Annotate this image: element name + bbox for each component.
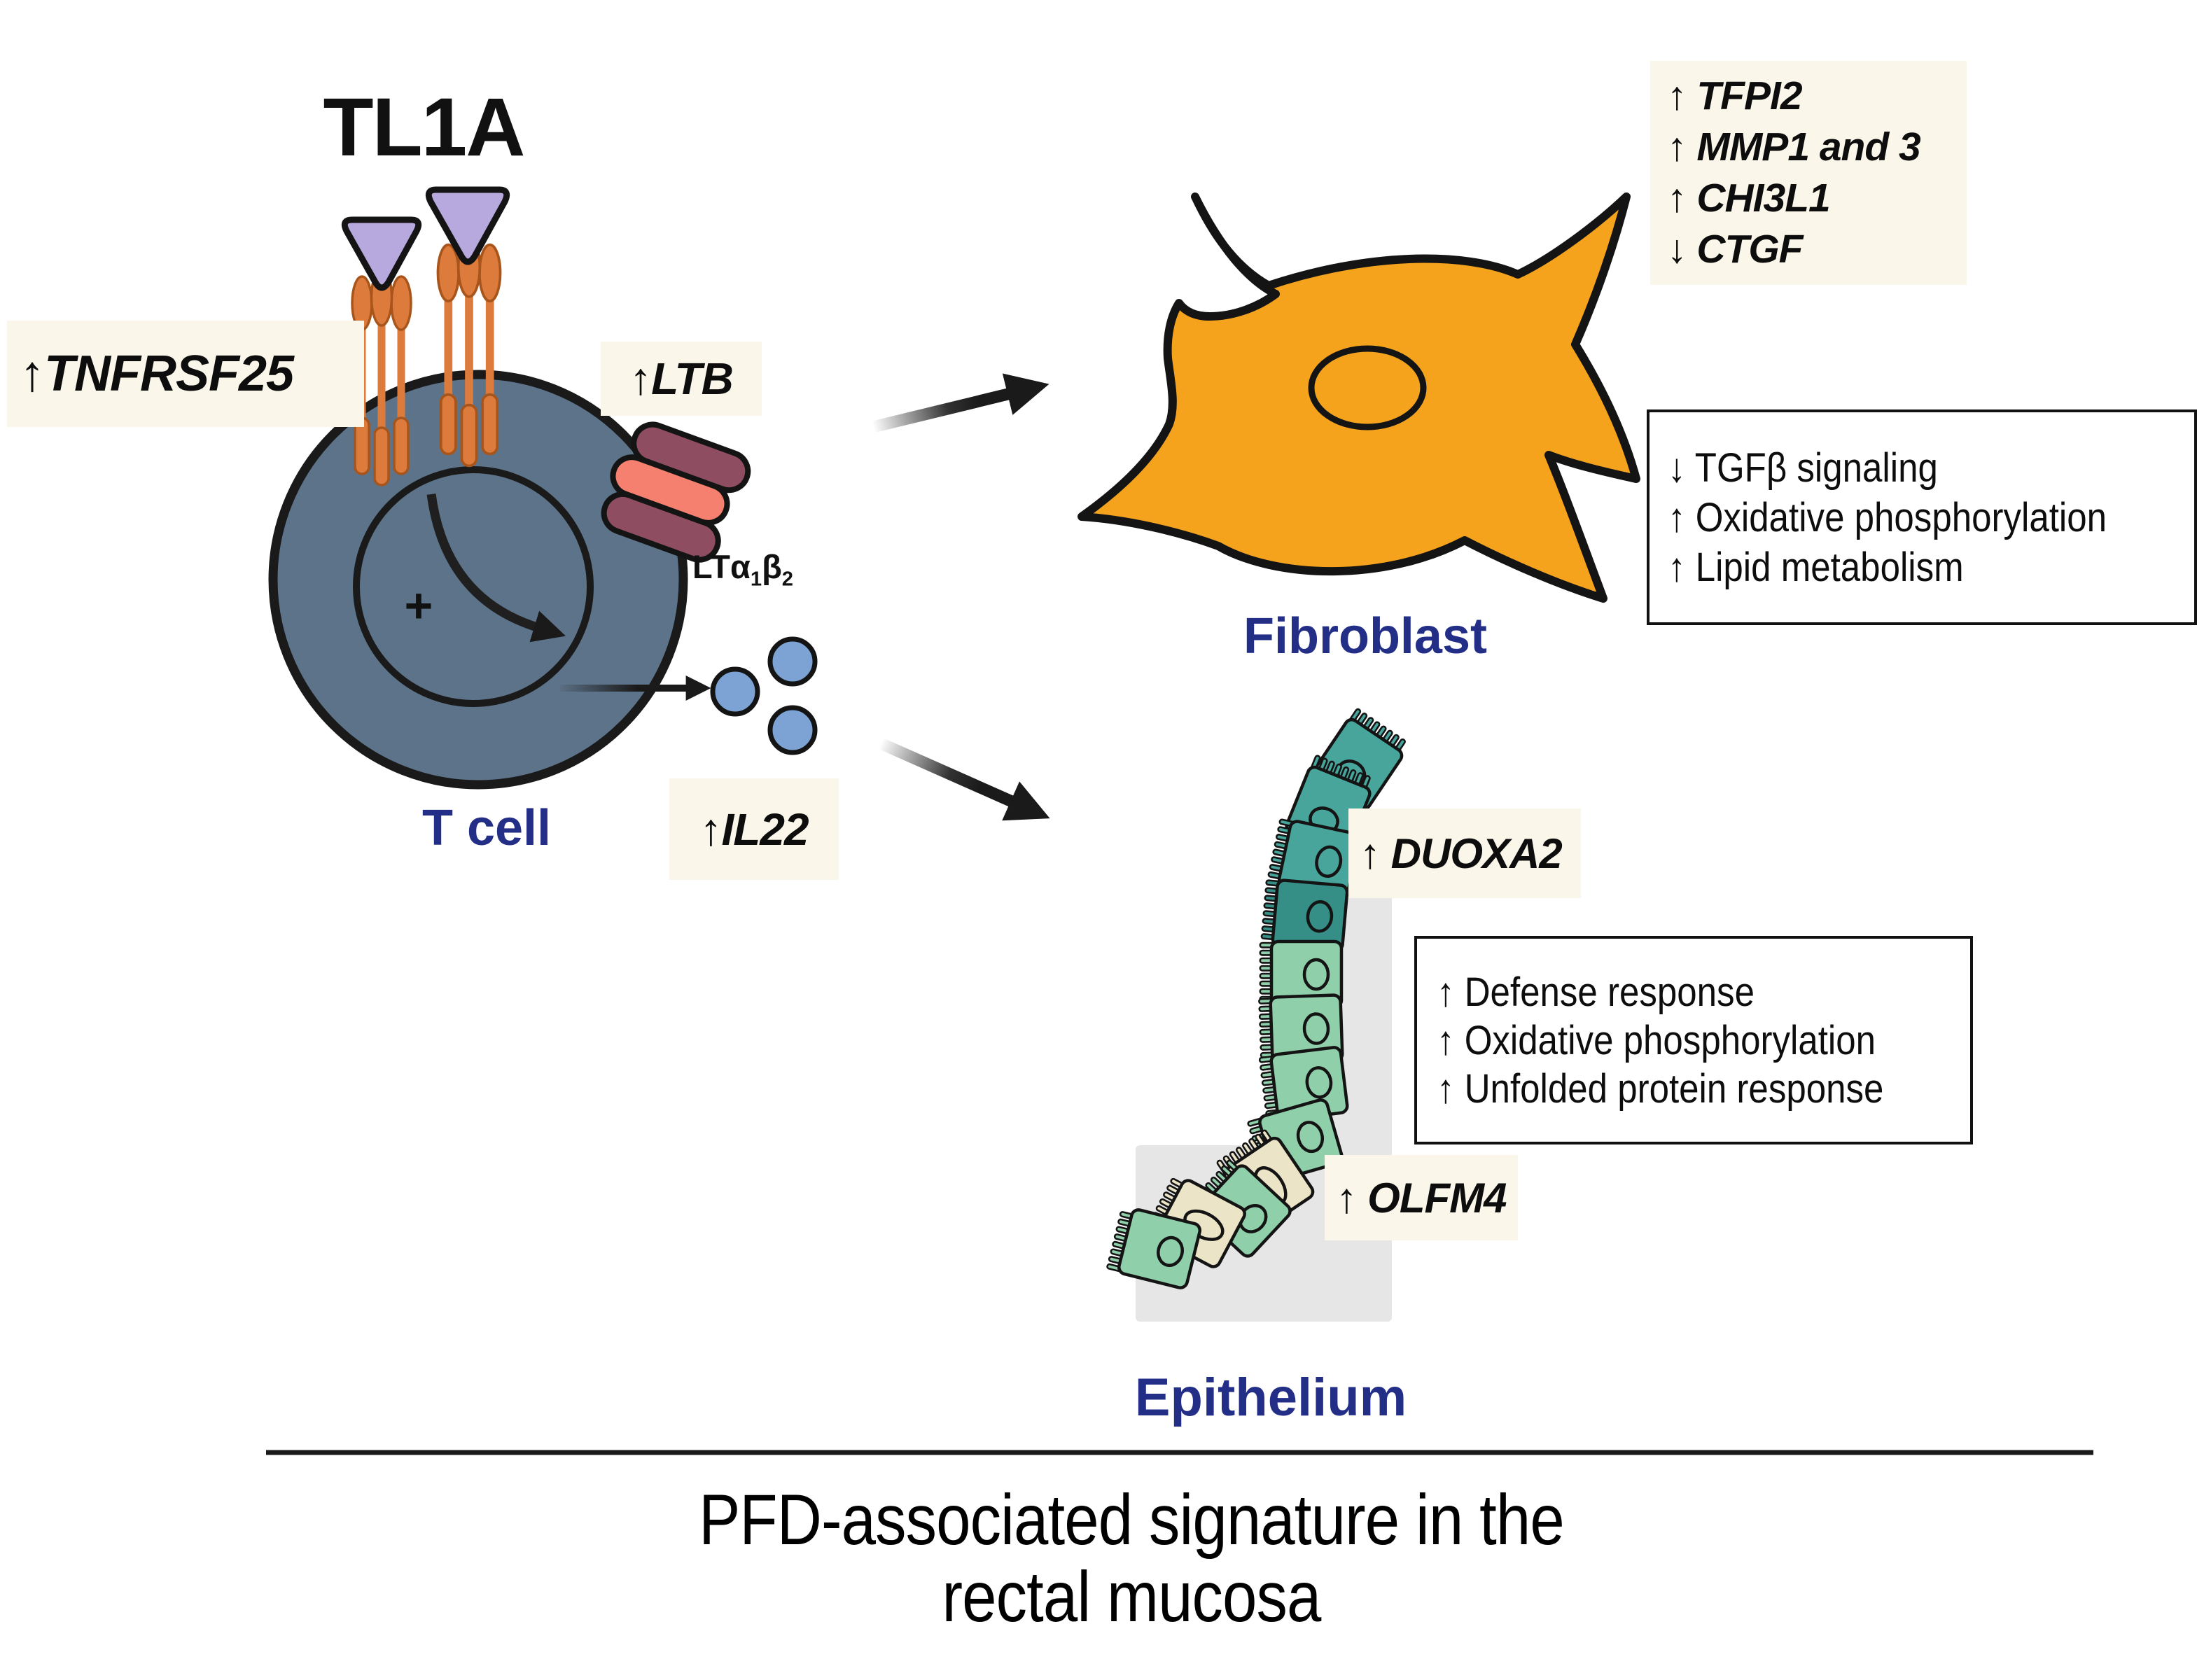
plus-sign-text: + bbox=[404, 578, 433, 633]
pathway-line: ↑ Oxidative phosphorylation bbox=[1437, 1017, 1876, 1063]
tl1a-title: TL1A bbox=[312, 81, 536, 174]
epithelium-label-text: Epithelium bbox=[1134, 1367, 1407, 1427]
tnfrsf25-receptor bbox=[438, 237, 500, 465]
figure-title-line1: PFD-associated signature in the bbox=[699, 1480, 1565, 1560]
gene-line: ↓ CTGF bbox=[1667, 227, 1803, 272]
olfm4-label: ↑ OLFM4 bbox=[1325, 1155, 1518, 1240]
il22-molecule bbox=[710, 666, 760, 717]
t-cell-label-text: T cell bbox=[421, 800, 552, 856]
duoxa2-label-text: ↑ DUOXA2 bbox=[1360, 830, 1563, 877]
il22-molecule bbox=[767, 705, 818, 755]
fibroblast-label-text: Fibroblast bbox=[1243, 608, 1487, 664]
tl1a-title-text: TL1A bbox=[323, 81, 526, 174]
lta1b2-label-text: LTα1β2 bbox=[692, 547, 793, 590]
t-cell-label: T cell bbox=[403, 797, 571, 860]
gene-line: ↑ CHI3L1 bbox=[1667, 176, 1831, 220]
epithelium-pathway-box: ↑ Defense response ↑ Oxidative phosphory… bbox=[1414, 936, 1973, 1144]
fibroblast-cell bbox=[1077, 192, 1640, 603]
epithelium-label: Epithelium bbox=[1131, 1365, 1411, 1429]
t-cell-body bbox=[268, 370, 688, 790]
fibroblast-label: Fibroblast bbox=[1225, 605, 1505, 668]
figure-title-line2: rectal mucosa bbox=[942, 1557, 1321, 1637]
plus-sign: + bbox=[391, 574, 447, 637]
fibroblast-gene-list: ↑ TFPI2 ↑ MMP1 and 3 ↑ CHI3L1 ↓ CTGF bbox=[1650, 61, 1967, 285]
pathway-line: ↑ Unfolded protein response bbox=[1437, 1065, 1884, 1112]
pathway-line: ↓ TGFβ signaling bbox=[1668, 444, 1938, 491]
pathway-line: ↑ Oxidative phosphorylation bbox=[1668, 494, 2107, 540]
ltb-label: ↑LTB bbox=[601, 342, 762, 416]
pathway-line: ↑ Lipid metabolism bbox=[1668, 544, 1964, 590]
gene-line: ↑ MMP1 and 3 bbox=[1667, 125, 1921, 169]
lta1b2-receptor bbox=[601, 421, 751, 563]
lta1b2-label: LTα1β2 bbox=[662, 545, 823, 590]
arrow-to-epithelium bbox=[878, 738, 1050, 821]
fibroblast-nucleus bbox=[1308, 345, 1427, 430]
gene-line: ↑ TFPI2 bbox=[1667, 74, 1803, 118]
figure-title: PFD-associated signature in the rectal m… bbox=[573, 1481, 1689, 1635]
il22-molecule bbox=[767, 636, 818, 687]
activation-arrow bbox=[426, 493, 566, 643]
pathway-line: ↑ Defense response bbox=[1437, 969, 1755, 1015]
ltb-label-text: ↑LTB bbox=[629, 354, 734, 404]
duoxa2-label: ↑ DUOXA2 bbox=[1348, 808, 1581, 898]
il22-molecules bbox=[710, 636, 818, 755]
fibroblast-pathway-box: ↓ TGFβ signaling ↑ Oxidative phosphoryla… bbox=[1647, 410, 2197, 625]
il22-label-text: ↑IL22 bbox=[699, 804, 809, 855]
il22-label: ↑IL22 bbox=[669, 778, 839, 880]
tl1a-triangle-icon bbox=[425, 186, 510, 265]
tl1a-triangle-icon bbox=[341, 216, 422, 291]
tnfrsf25-label: ↑TNFRSF25 bbox=[7, 321, 364, 427]
tl1a-ligand-triangles bbox=[341, 186, 510, 291]
arrow-to-fibroblast bbox=[871, 373, 1049, 433]
tnfrsf25-label-text: ↑TNFRSF25 bbox=[20, 346, 294, 402]
olfm4-label-text: ↑ OLFM4 bbox=[1336, 1174, 1507, 1222]
